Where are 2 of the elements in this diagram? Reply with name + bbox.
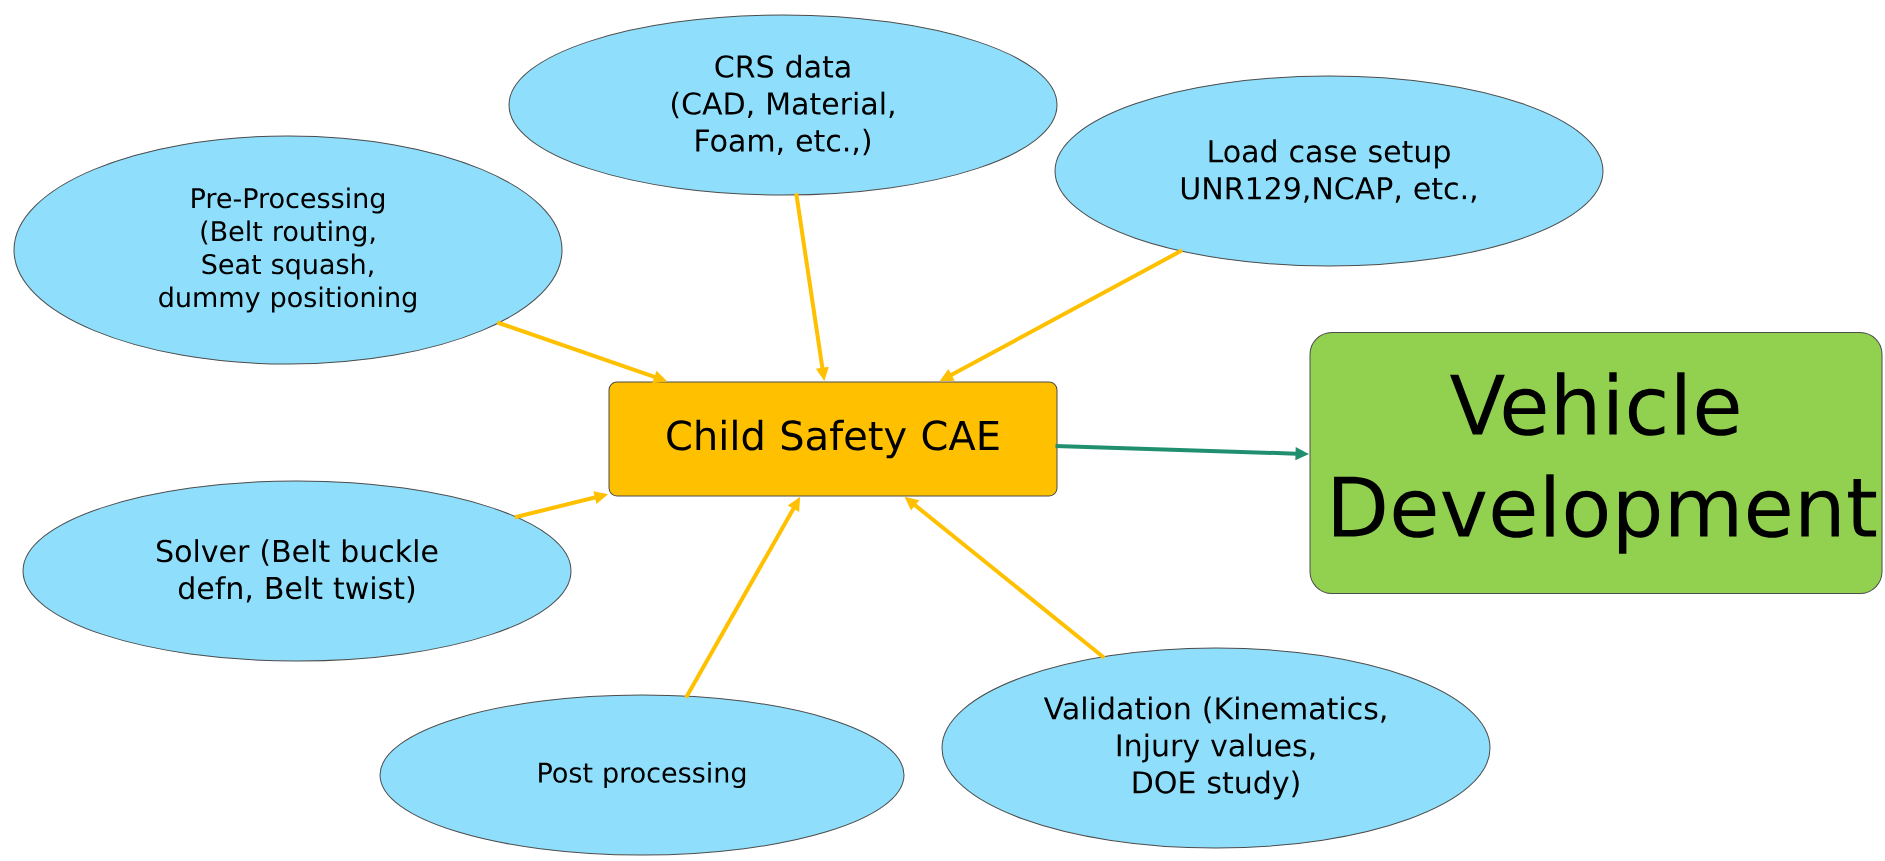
process-box: Child Safety CAE xyxy=(608,381,1058,497)
result-box: Vehicle Development xyxy=(1309,332,1883,594)
